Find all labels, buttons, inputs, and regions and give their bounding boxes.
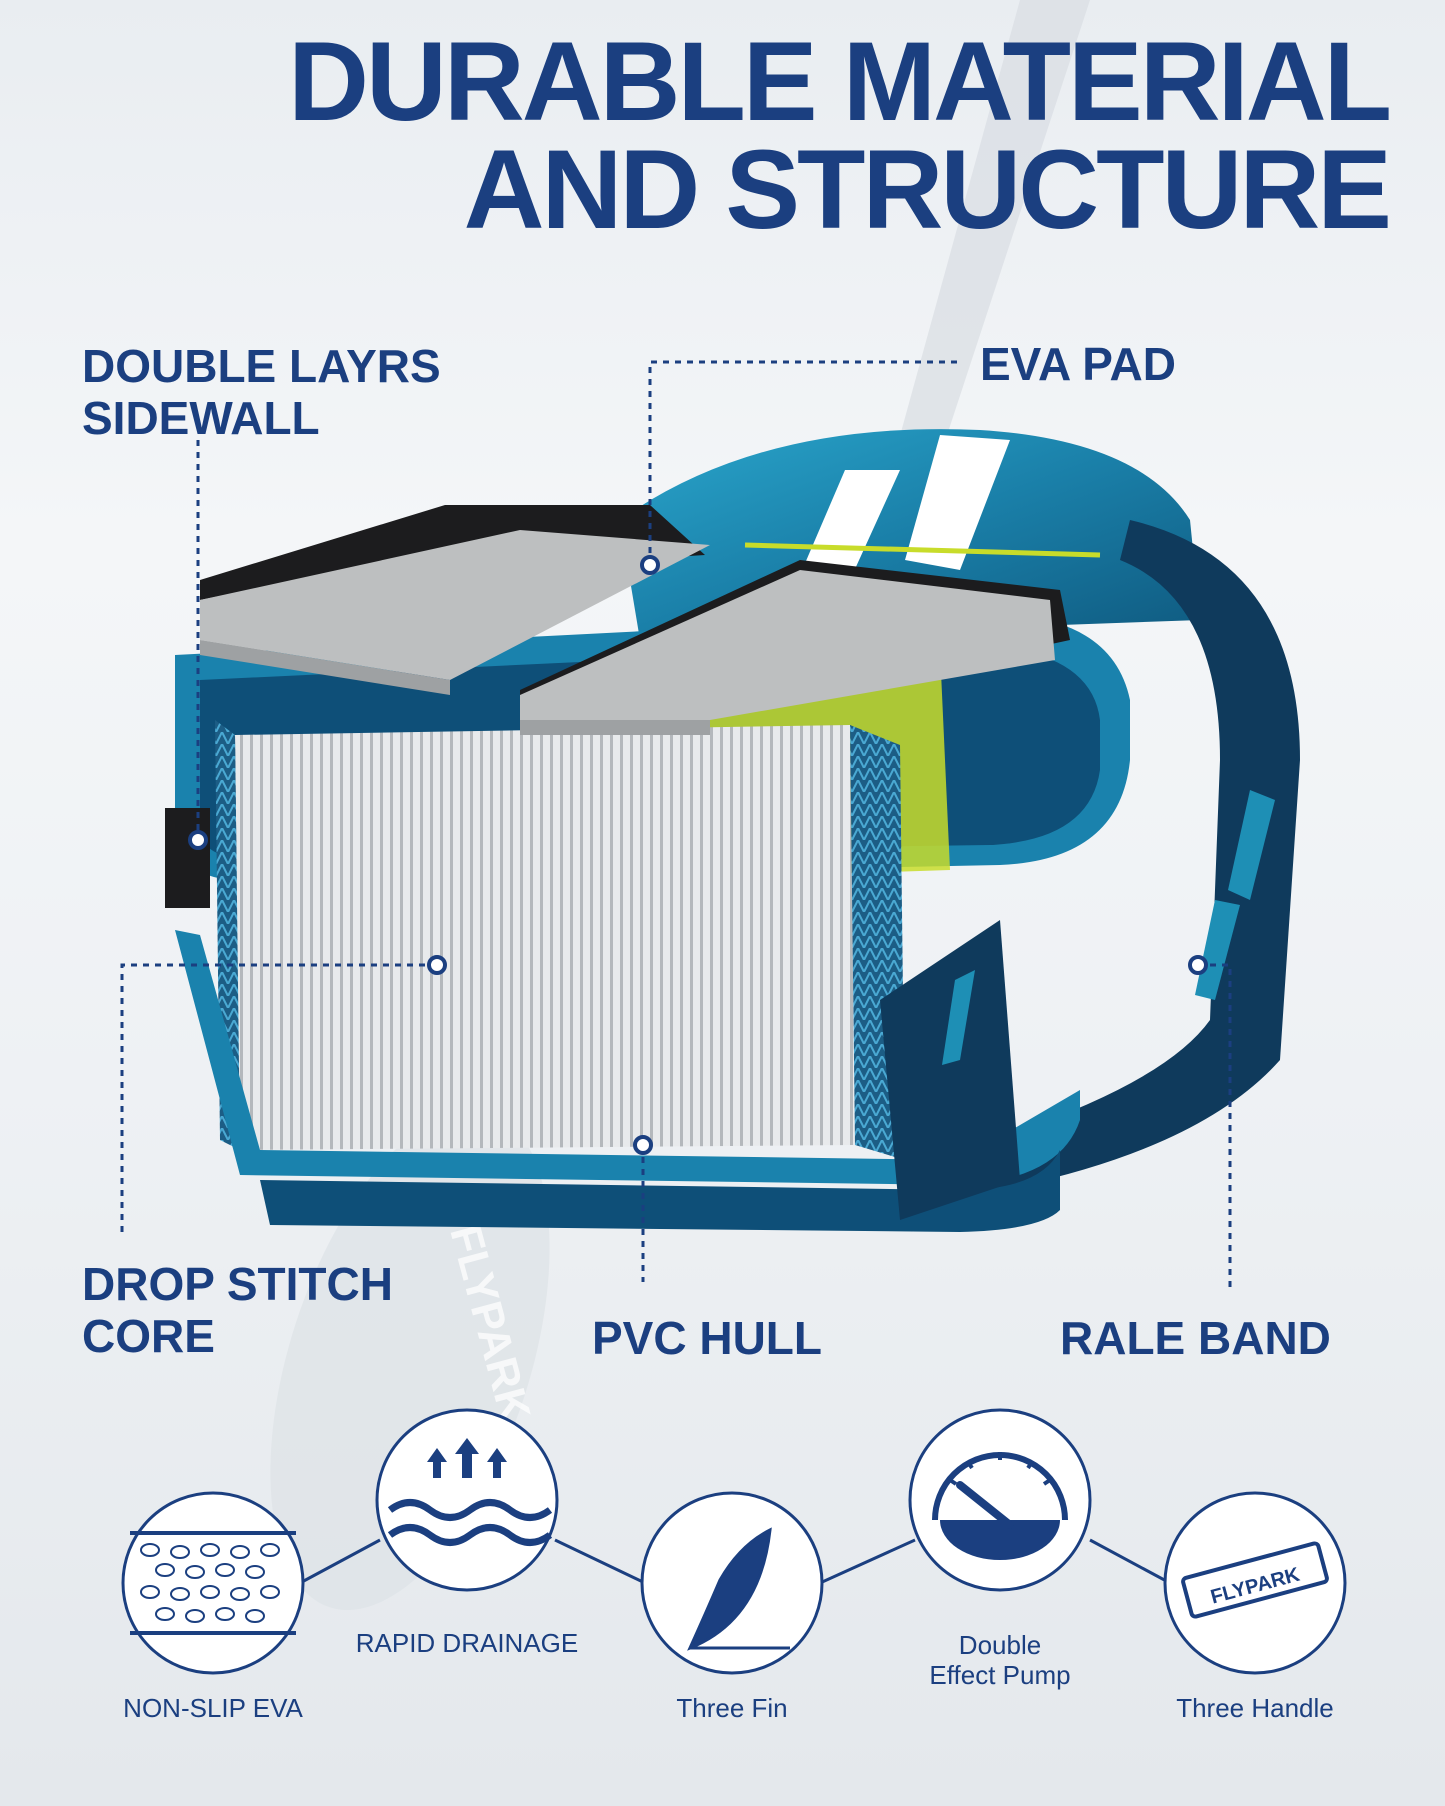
title-line-1: DURABLE MATERIAL xyxy=(288,19,1392,144)
double-sidewall-strip xyxy=(165,808,210,908)
feature-label-rapid-drainage: RAPID DRAINAGE xyxy=(332,1628,602,1658)
feature-label-text: Three Fin xyxy=(676,1693,788,1723)
feature-label-text: Double xyxy=(958,1630,1042,1660)
rail-band-stripe xyxy=(1228,790,1275,900)
non-slip-eva-icon xyxy=(130,1531,296,1635)
deck-bungee-cord xyxy=(744,542,1101,558)
board-logo-stripe xyxy=(905,435,1010,570)
callout-drop-stitch-core: DROP STITCH CORE xyxy=(82,1258,393,1362)
three-fin-icon xyxy=(687,1527,790,1651)
callout-line: SIDEWALL xyxy=(82,392,320,444)
eva-pad-thickness xyxy=(200,640,450,695)
feature-label-three-handle: Three Handle xyxy=(1135,1693,1375,1723)
callout-line: DROP STITCH xyxy=(82,1258,393,1310)
feature-connector-lines xyxy=(299,1538,1171,1585)
rail-band-marker-dot xyxy=(1188,955,1208,975)
callout-line: DOUBLE LAYRS xyxy=(82,340,441,392)
feature-label-non-slip-eva: NON-SLIP EVA xyxy=(93,1693,333,1723)
bottom-pvc-hull-edge xyxy=(260,1150,1060,1232)
feature-label-text: Effect Pump xyxy=(929,1660,1071,1690)
callout-eva-pad: EVA PAD xyxy=(980,338,1176,390)
eva-pad-left xyxy=(200,530,710,680)
non-slip-eva-circle xyxy=(121,1491,305,1675)
rail-band-stripe xyxy=(942,970,975,1065)
rail-band-stripe xyxy=(1195,900,1240,1000)
callout-line: EVA PAD xyxy=(980,338,1176,390)
rail-band-front xyxy=(880,920,1020,1220)
handle-circle xyxy=(1163,1491,1347,1675)
drop-stitch-core xyxy=(235,725,855,1150)
title-line-2: AND STRUCTURE xyxy=(463,127,1392,252)
callout-double-layers-sidewall: DOUBLE LAYRS SIDEWALL xyxy=(82,340,441,444)
feature-label-text: Three Handle xyxy=(1176,1693,1334,1723)
rapid-drainage-circle xyxy=(375,1408,559,1592)
drop-stitch-marker-dot xyxy=(427,955,447,975)
callout-rale-band: RALE BAND xyxy=(1060,1312,1331,1364)
feature-label-text: RAPID DRAINAGE xyxy=(355,1628,579,1658)
eva-pad-right xyxy=(520,570,1055,720)
pump-gauge-icon xyxy=(932,1452,1068,1560)
callout-markers xyxy=(188,555,1208,1155)
pvc-hull-marker-dot xyxy=(633,1135,653,1155)
feature-label-text: NON-SLIP EVA xyxy=(123,1693,303,1723)
callout-line: CORE xyxy=(82,1310,215,1362)
sidewall-marker-dot xyxy=(188,830,208,850)
feature-label-pump: Double Effect Pump xyxy=(880,1630,1120,1690)
callout-leader-lines xyxy=(120,360,1232,1292)
callout-line: RALE BAND xyxy=(1060,1312,1331,1364)
board-logo-stripe xyxy=(800,470,900,580)
page-title: DURABLE MATERIAL AND STRUCTURE xyxy=(288,19,1392,252)
rail-band xyxy=(960,520,1300,1190)
callout-line: PVC HULL xyxy=(592,1312,822,1364)
feature-label-three-fin: Three Fin xyxy=(612,1693,852,1723)
rapid-drainage-icon xyxy=(387,1438,553,1546)
callout-pvc-hull: PVC HULL xyxy=(592,1312,822,1364)
eva-pad-thickness xyxy=(520,720,710,735)
drop-stitch-leader-line xyxy=(120,963,437,1232)
eva-pad-marker-dot xyxy=(640,555,660,575)
